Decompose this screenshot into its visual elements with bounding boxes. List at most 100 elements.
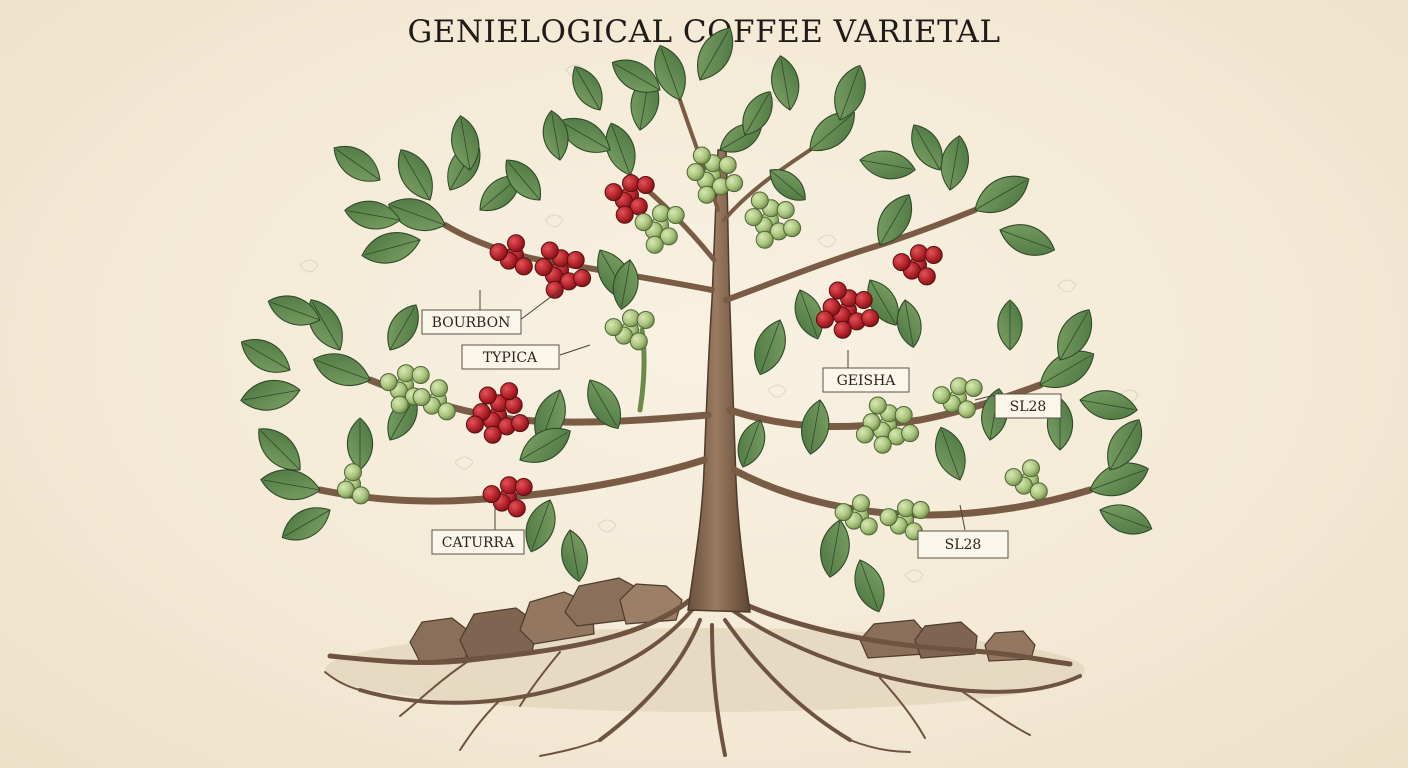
root-icon: [327, 597, 693, 666]
coffee-leaf-icon: [361, 231, 421, 264]
unripe-cherry-icon: [1004, 468, 1023, 487]
unripe-cherry-icon: [686, 163, 705, 182]
coffee-leaf-icon: [587, 379, 622, 430]
coffee-leaf-icon: [1057, 309, 1093, 361]
coffee-leaf-icon: [771, 55, 800, 111]
ripe-cherry-icon: [534, 258, 553, 277]
coffee-leaf-icon: [940, 135, 969, 191]
unripe-cherry-cluster: [604, 309, 655, 351]
coffee-leaf-icon: [240, 380, 301, 411]
coffee-leaf-icon: [974, 175, 1030, 214]
unripe-cherry-icon: [911, 501, 930, 519]
sketch-leaf-icon: [904, 569, 924, 583]
ripe-cherry-icon: [815, 310, 834, 329]
ripe-cherry-icon: [892, 253, 911, 272]
coffee-leaf-icon: [387, 198, 446, 231]
leader-bourbon-cluster: [519, 289, 561, 321]
unripe-cherry-icon: [629, 332, 648, 351]
root-icon: [732, 597, 1073, 667]
ripe-cherry-icon: [483, 425, 502, 444]
coffee-leaf-icon: [307, 299, 343, 351]
ripe-cherry-icon: [511, 414, 530, 433]
root-icon: [959, 689, 1031, 736]
unripe-cherry-icon: [859, 517, 878, 536]
coffee-leaf-icon: [859, 150, 916, 180]
ripe-cherry-cluster: [465, 382, 530, 444]
unripe-cherry-icon: [412, 388, 431, 407]
unripe-cherry-icon: [430, 379, 448, 398]
unripe-cherry-icon: [894, 406, 913, 424]
sketch-leaf-icon: [1057, 279, 1077, 293]
ripe-cherry-icon: [924, 246, 943, 264]
unripe-cherry-icon: [879, 508, 898, 527]
unripe-cherry-cluster: [1004, 459, 1048, 501]
unripe-cherry-icon: [852, 494, 870, 513]
sketch-leaf-icon: [767, 384, 787, 398]
label-bourbon-text: BOURBON: [432, 315, 511, 331]
unripe-cherry-icon: [755, 230, 774, 249]
unripe-cherry-icon: [776, 201, 795, 219]
ripe-cherry-icon: [465, 415, 484, 434]
sketch-leaf-icon: [299, 259, 319, 273]
label-bourbon: BOURBON: [421, 309, 522, 335]
unripe-cherry-icon: [873, 435, 892, 454]
root-icon: [519, 651, 561, 707]
unripe-cherry-cluster: [744, 191, 802, 249]
label-typica-text: TYPICA: [483, 350, 538, 366]
coffee-leaf-icon: [561, 529, 588, 582]
coffee-leaf-icon: [281, 507, 331, 541]
coffee-leaf-icon: [387, 304, 419, 351]
coffee-leaf-icon: [240, 338, 291, 373]
ripe-cherry-icon: [489, 243, 508, 262]
label-sl28-lower: SL28: [917, 530, 1009, 559]
ripe-cherry-icon: [507, 234, 525, 253]
unripe-cherry-icon: [666, 206, 685, 224]
branch-upper-right: [722, 148, 812, 222]
ripe-cherry-icon: [917, 267, 936, 286]
ripe-cherry-icon: [615, 205, 634, 224]
label-typica: TYPICA: [461, 344, 560, 370]
ripe-cherry-icon: [478, 386, 497, 405]
leader-sl28-lower: [959, 504, 966, 531]
coffee-leaf-icon: [505, 159, 542, 201]
ripe-cherry-cluster: [815, 281, 880, 339]
coffee-leaf-icon: [258, 428, 301, 471]
unripe-cherry-icon: [932, 386, 951, 405]
label-geisha: GEISHA: [822, 367, 910, 393]
ripe-cherry-icon: [540, 241, 559, 260]
unripe-cherry-icon: [750, 191, 769, 210]
coffee-leaf-icon: [312, 353, 371, 386]
unripe-cherry-icon: [411, 366, 430, 384]
ripe-cherry-icon: [514, 257, 533, 276]
unripe-cherry-icon: [964, 379, 983, 397]
unripe-cherry-icon: [692, 146, 711, 165]
root-icon: [324, 671, 361, 691]
cherry-layer: [336, 146, 1048, 541]
coffee-leaf-icon: [1107, 419, 1143, 471]
unripe-cherry-icon: [645, 235, 664, 254]
coffee-leaf-icon: [1099, 504, 1153, 535]
unripe-cherry-icon: [725, 174, 744, 193]
ripe-cherry-icon: [482, 485, 501, 504]
root-icon: [723, 618, 852, 742]
root-icon: [399, 659, 471, 717]
label-leaders: [479, 289, 996, 531]
coffee-leaf-icon: [260, 469, 321, 500]
unripe-cherry-icon: [1029, 482, 1048, 501]
coffee-leaf-icon: [572, 66, 603, 111]
coffee-leaf-icon: [769, 169, 806, 201]
unripe-cherry-icon: [390, 395, 409, 414]
unripe-cherry-icon: [437, 402, 456, 421]
unripe-cherry-icon: [783, 219, 802, 238]
unripe-cherry-icon: [855, 425, 874, 444]
root-icon: [879, 677, 926, 739]
label-caturra: CATURRA: [431, 529, 525, 555]
ripe-cherry-icon: [604, 183, 623, 202]
label-geisha-text: GEISHA: [837, 373, 897, 389]
ripe-cherry-cluster: [489, 234, 533, 276]
coffee-leaf-icon: [267, 295, 321, 326]
unripe-cherry-icon: [718, 156, 737, 174]
ripe-cherry-icon: [514, 478, 533, 496]
